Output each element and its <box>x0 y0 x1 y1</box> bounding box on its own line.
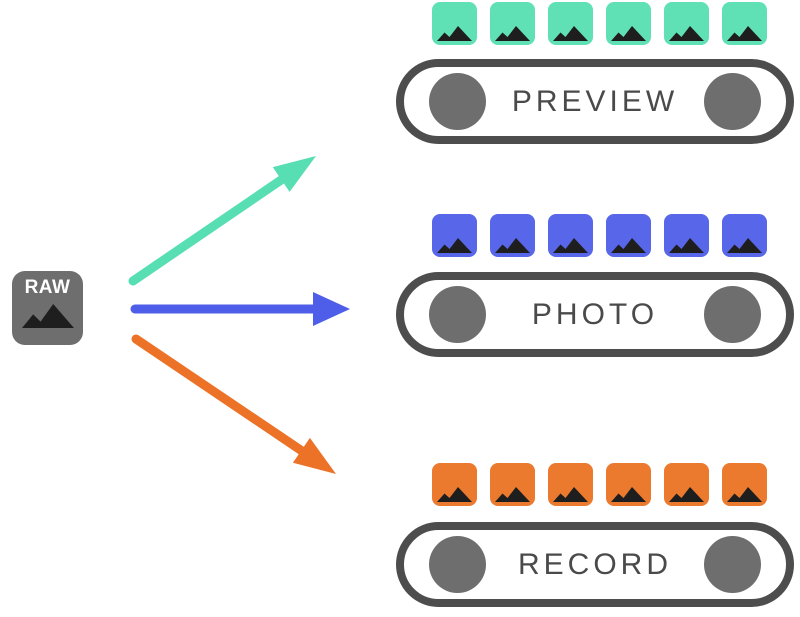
mountain-image-icon <box>437 487 472 502</box>
preview-conveyor-belt: PREVIEW <box>396 59 794 144</box>
mountain-image-icon <box>669 487 704 502</box>
image-frame-icon <box>548 214 593 257</box>
mountain-image-icon <box>495 26 530 41</box>
image-frame-icon <box>722 214 767 257</box>
record-frames-row <box>432 463 767 506</box>
mountain-image-icon <box>669 26 704 41</box>
preview-frames-row <box>432 2 767 45</box>
raw-label: RAW <box>24 277 71 298</box>
mountain-image-icon <box>727 487 762 502</box>
arrow-to-preview <box>128 156 316 286</box>
belt-wheel-right <box>704 536 761 593</box>
mountain-image-icon <box>611 26 646 41</box>
photo-frames-row <box>432 214 767 257</box>
mountain-image-icon <box>727 26 762 41</box>
raw-source-node: RAW <box>12 271 83 345</box>
belt-wheel-left <box>429 73 486 130</box>
mountain-image-icon <box>553 238 588 253</box>
mountain-image-icon <box>553 487 588 502</box>
image-frame-icon <box>490 2 535 45</box>
image-frame-icon <box>548 2 593 45</box>
arrow-to-record <box>131 334 336 474</box>
image-frame-icon <box>664 463 709 506</box>
belt-wheel-left <box>429 286 486 343</box>
image-frame-icon <box>490 463 535 506</box>
arrow-to-photo <box>130 292 350 326</box>
photo-belt-label: PHOTO <box>531 297 659 331</box>
image-frame-icon <box>664 2 709 45</box>
image-frame-icon <box>606 214 651 257</box>
photo-conveyor-belt: PHOTO <box>396 272 794 357</box>
mountain-image-icon <box>611 238 646 253</box>
mountain-image-icon <box>21 304 74 328</box>
image-frame-icon <box>664 214 709 257</box>
mountain-image-icon <box>727 238 762 253</box>
image-frame-icon <box>722 2 767 45</box>
mountain-image-icon <box>553 26 588 41</box>
image-frame-icon <box>722 463 767 506</box>
image-frame-icon <box>606 463 651 506</box>
mountain-image-icon <box>437 26 472 41</box>
mountain-image-icon <box>437 238 472 253</box>
image-frame-icon <box>432 2 477 45</box>
belt-wheel-right <box>704 286 761 343</box>
belt-wheel-right <box>704 73 761 130</box>
image-frame-icon <box>606 2 651 45</box>
image-frame-icon <box>432 463 477 506</box>
image-frame-icon <box>548 463 593 506</box>
mountain-image-icon <box>611 487 646 502</box>
mountain-image-icon <box>495 487 530 502</box>
image-frame-icon <box>490 214 535 257</box>
mountain-image-icon <box>495 238 530 253</box>
record-belt-label: RECORD <box>517 547 672 581</box>
record-conveyor-belt: RECORD <box>396 522 794 607</box>
mountain-image-icon <box>669 238 704 253</box>
preview-belt-label: PREVIEW <box>511 84 679 118</box>
image-frame-icon <box>432 214 477 257</box>
belt-wheel-left <box>429 536 486 593</box>
